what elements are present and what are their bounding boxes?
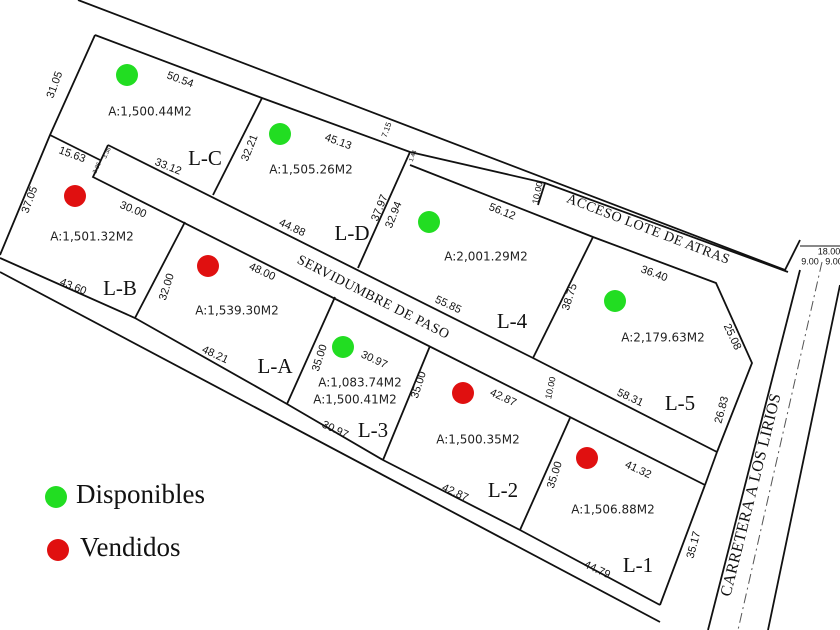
dim-label: 3.36 <box>102 146 113 160</box>
lot-id[interactable]: L-A <box>258 354 294 378</box>
lb-la-divider <box>134 221 186 319</box>
lc-ld-divider <box>212 97 263 196</box>
dim-label: 58.31 <box>615 387 645 410</box>
lot-id[interactable]: L-3 <box>358 418 388 442</box>
dim-label: 18.00 <box>818 246 840 256</box>
ld-l4-divider <box>357 151 411 269</box>
dim-label: 55.85 <box>433 294 463 317</box>
dim-label: 42.87 <box>488 387 518 410</box>
dim-label: 15.63 <box>57 145 87 166</box>
status-dot-sold <box>452 382 474 404</box>
dim-label: 1.44 <box>409 149 419 163</box>
highway-centerline <box>737 261 823 630</box>
dim-label: 50.54 <box>165 70 195 91</box>
lot-area: A:2,179.63M2 <box>621 331 704 345</box>
highway-west-edge <box>707 269 801 630</box>
dim-label: 44.88 <box>277 217 307 240</box>
dim-label: 7.15 <box>380 120 394 138</box>
lot-area: A:1,500.44M2 <box>108 105 191 119</box>
dim-label: 10.00 <box>530 181 544 205</box>
status-dot-available <box>604 290 626 312</box>
dim-label: 32.00 <box>157 272 177 302</box>
lot-area: A:2,001.29M2 <box>444 250 527 264</box>
lot-id[interactable]: L-B <box>103 276 137 300</box>
access-road-label: ACCESO LOTE DE ATRAS <box>564 192 732 268</box>
south-outer-line <box>0 271 661 623</box>
west-line <box>0 34 96 256</box>
legend-sold-dot <box>47 539 69 561</box>
l1-east-line <box>659 484 706 606</box>
lot-area: A:1,506.88M2 <box>571 503 654 517</box>
outer-road-line <box>77 0 801 272</box>
lb-top <box>49 134 101 161</box>
south-lot-line <box>0 257 661 606</box>
status-dot-available <box>418 211 440 233</box>
dim-label: 43.60 <box>58 276 88 297</box>
dim-label: 38.75 <box>560 282 580 312</box>
dim-label: 30.97 <box>359 349 389 372</box>
easement-label: SERVIDUMBRE DE PASO <box>294 253 451 343</box>
lot-id[interactable]: L-1 <box>623 553 653 577</box>
lot-id[interactable]: L-2 <box>488 478 518 502</box>
legend-available-label: Disponibles <box>76 479 205 509</box>
dim-label: 44.79 <box>582 559 612 582</box>
easement-end <box>704 451 718 486</box>
l3-l2-divider <box>382 345 431 461</box>
dim-label: 42.87 <box>440 482 470 505</box>
dim-label: 41.32 <box>623 459 653 482</box>
status-dot-available <box>332 336 354 358</box>
dim-label: 36.40 <box>639 264 669 285</box>
lot-id[interactable]: L-D <box>335 221 370 245</box>
lot-area: A:1,539.30M2 <box>195 304 278 318</box>
dim-label: 35.00 <box>409 370 429 400</box>
dim-label: 3.36 <box>92 161 103 175</box>
access-width-tick <box>537 182 546 206</box>
l4-l5-divider <box>532 236 594 359</box>
lot-area: A:1,500.35M2 <box>436 433 519 447</box>
status-dot-sold <box>64 185 86 207</box>
lot-area: A:1,083.74M2 <box>318 376 401 390</box>
legend-available-dot <box>45 486 67 508</box>
lot-id[interactable]: L-C <box>188 146 222 170</box>
dim-label: 10.00 <box>543 376 557 400</box>
legend: Disponibles Vendidos <box>45 479 205 562</box>
status-dot-sold <box>197 255 219 277</box>
lot-area: A:1,505.26M2 <box>269 163 352 177</box>
dim-label: 48.00 <box>247 261 277 284</box>
status-dot-available <box>269 123 291 145</box>
dim-label: 37.05 <box>20 185 41 215</box>
dim-label: 31.05 <box>45 70 66 100</box>
status-dot-sold <box>576 447 598 469</box>
l2-l1-divider <box>519 417 571 531</box>
easement-south-line <box>91 144 706 486</box>
dim-label: 9.00 <box>801 256 819 266</box>
highway-east-edge <box>767 284 840 630</box>
dim-label: 35.00 <box>545 460 565 490</box>
dim-label: 26.83 <box>713 395 732 425</box>
lots: A:1,500.44M2 L-C A:1,505.26M2 L-D A:1,50… <box>50 64 705 577</box>
dim-label: 9.00 <box>825 256 840 266</box>
lot-id[interactable]: L-4 <box>497 309 528 333</box>
legend-sold-label: Vendidos <box>80 532 181 562</box>
lot-area: A:1,501.32M2 <box>50 230 133 244</box>
lot-area-secondary: A:1,500.41M2 <box>313 393 396 407</box>
la-l3-divider <box>286 296 336 405</box>
status-dot-available <box>116 64 138 86</box>
dim-label: 45.13 <box>323 132 353 153</box>
lot-id[interactable]: L-5 <box>665 391 695 415</box>
easement-north-line <box>107 144 718 453</box>
dim-label: 30.97 <box>320 419 350 442</box>
access-south-line <box>409 164 753 453</box>
